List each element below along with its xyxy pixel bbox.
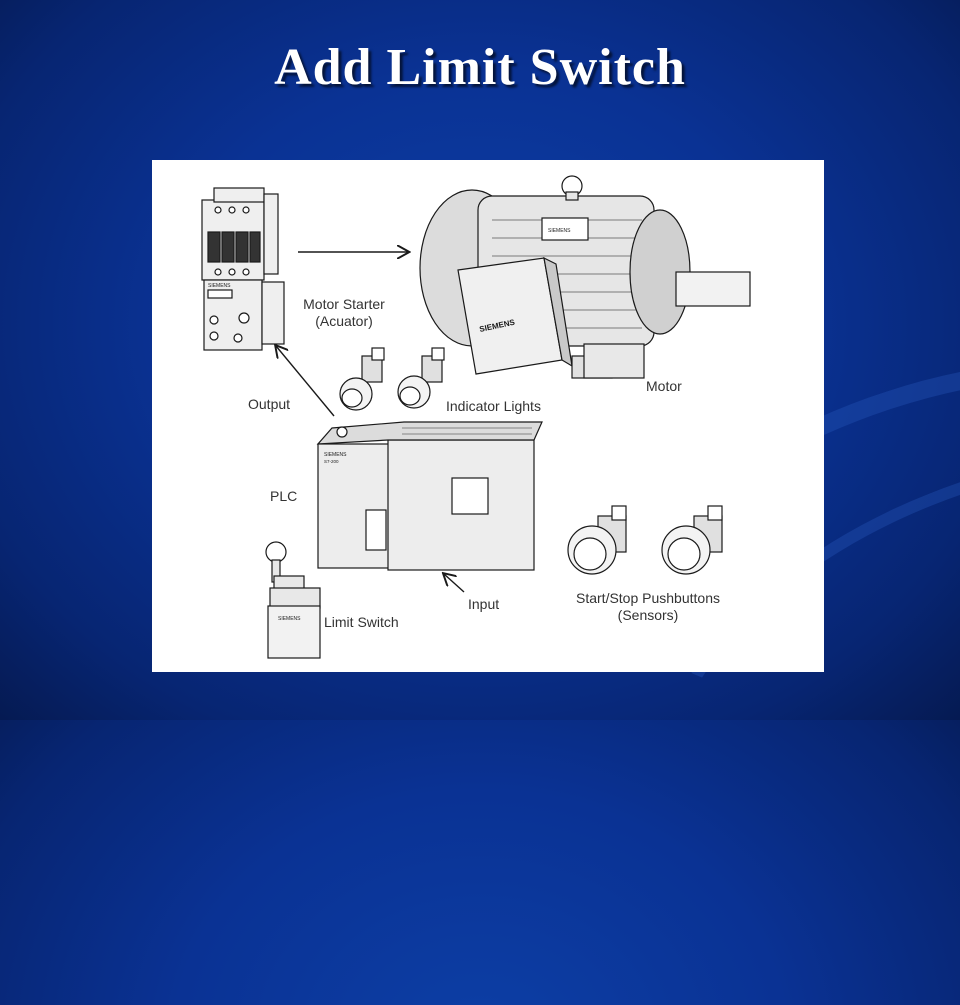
indicator-lights-label: Indicator Lights <box>446 398 541 414</box>
start-pushbutton <box>567 505 627 575</box>
diagram-artwork: SIEMENS SIEMENS <box>201 175 751 659</box>
motor <box>419 175 751 379</box>
limit-switch-brand-mark: SIEMENS <box>278 616 301 622</box>
plc-label: PLC <box>270 488 298 504</box>
motor-starter-label-line2: (Acuator) <box>315 313 373 329</box>
limit-switch-device <box>265 541 321 659</box>
stop-pushbutton <box>661 505 723 575</box>
indicator-light <box>397 347 445 409</box>
plc-unit <box>316 421 543 571</box>
starter-brand-mark: SIEMENS <box>208 283 231 289</box>
pushbuttons-label-line2: (Sensors) <box>617 607 679 623</box>
diagram-panel: SIEMENS SIEMENS <box>152 160 824 672</box>
plc-brand-mark: SIEMENS <box>324 452 347 458</box>
slide-title: Add Limit Switch <box>274 39 686 96</box>
motor-starter <box>201 187 285 351</box>
motor-plate-brand-mark: SIEMENS <box>548 228 571 234</box>
motor-starter-label: Motor Starter (Acuator) <box>292 296 396 330</box>
pushbuttons-label: Start/Stop Pushbuttons (Sensors) <box>560 590 736 624</box>
indicator-light <box>339 347 385 411</box>
plc-output-arrow <box>276 346 335 417</box>
pushbuttons-label-line1: Start/Stop Pushbuttons <box>576 590 720 606</box>
motor-label: Motor <box>646 378 682 394</box>
output-label: Output <box>248 396 291 412</box>
motor-starter-label-line1: Motor Starter <box>303 296 385 312</box>
plc-input-arrow <box>444 574 465 593</box>
input-label: Input <box>468 596 500 612</box>
limit-switch-label: Limit Switch <box>324 614 399 630</box>
plc-model-mark: S7-200 <box>324 459 339 464</box>
